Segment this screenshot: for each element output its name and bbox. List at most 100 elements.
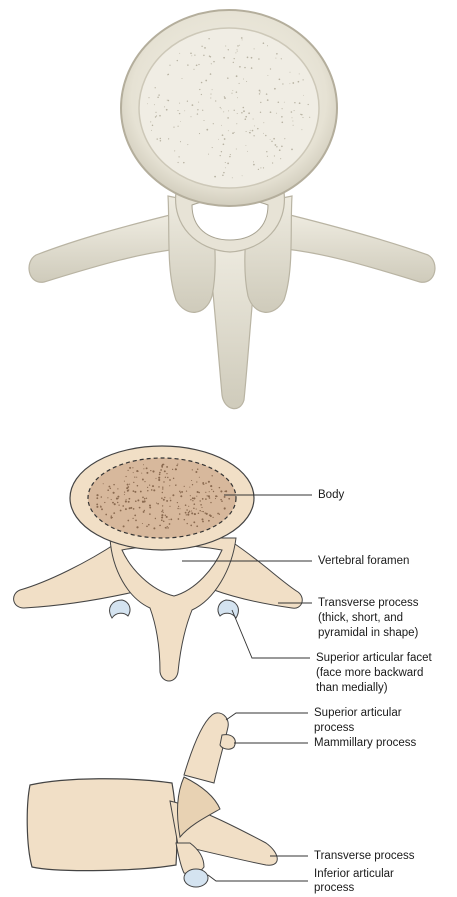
cancellous-speck (201, 511, 202, 512)
photo-speck (245, 145, 246, 146)
cancellous-speck (161, 514, 163, 516)
photo-speck (292, 121, 293, 122)
cancellous-speck (125, 500, 127, 502)
cancellous-speck (194, 513, 196, 515)
photo-speck (281, 121, 283, 123)
cancellous-speck (210, 502, 211, 503)
photo-speck (168, 100, 170, 102)
photo-speck (270, 139, 271, 140)
cancellous-speck (125, 476, 126, 477)
cancellous-speck (181, 491, 183, 493)
photo-speck (237, 45, 239, 47)
label-transverse-process: Transverse process (318, 596, 419, 610)
photo-speck (174, 150, 175, 151)
photo-speck (152, 125, 153, 126)
photo-speck (299, 73, 300, 74)
label-inferior-articular-process: Inferior articular (314, 867, 394, 881)
cancellous-speck (184, 519, 186, 521)
photo-speck (257, 128, 259, 130)
cancellous-speck (132, 518, 133, 519)
photo-speck (253, 119, 254, 120)
photo-speck (159, 115, 161, 117)
photo-speck (178, 162, 179, 163)
photo-speck (187, 144, 188, 145)
photo-speck (197, 113, 198, 114)
photo-speck (249, 132, 251, 134)
cancellous-speck (190, 495, 191, 496)
photo-speck (259, 90, 261, 92)
cancellous-speck (146, 525, 148, 527)
photo-speck (148, 97, 149, 98)
cancellous-speck (105, 514, 107, 516)
cancellous-speck (111, 515, 113, 517)
cancellous-speck (161, 497, 163, 499)
cancellous-speck (117, 496, 119, 498)
cancellous-speck (202, 498, 204, 500)
photo-speck (290, 83, 291, 84)
cancellous-speck (112, 502, 114, 504)
leader-superior-articular-facet (232, 610, 310, 658)
cancellous-speck (173, 478, 174, 479)
photo-speck (242, 37, 243, 38)
cancellous-speck (116, 498, 118, 500)
photo-speck (242, 107, 244, 109)
cancellous-speck (135, 520, 137, 522)
photo-speck (156, 115, 157, 116)
photo-speck (292, 117, 293, 118)
photo-speck (221, 151, 222, 152)
cancellous-speck (113, 512, 115, 514)
cancellous-speck (155, 518, 156, 519)
cancellous-speck (195, 471, 197, 473)
cancellous-speck (205, 482, 206, 483)
cancellous-speck (192, 500, 193, 501)
photo-speck (227, 117, 229, 119)
photo-speck (209, 56, 210, 57)
cancellous-speck (152, 485, 154, 487)
photo-speck (263, 42, 265, 44)
label-mammillary-process: Mammillary process (314, 736, 416, 750)
photo-speck (299, 102, 301, 104)
label-inferior-articular-process-2: process (314, 881, 354, 895)
photo-speck (260, 102, 261, 103)
cancellous-speck (120, 510, 122, 512)
photo-speck (215, 100, 216, 101)
cancellous-speck (172, 494, 174, 496)
cancellous-speck (196, 509, 197, 510)
photo-speck (229, 156, 230, 157)
cancellous-speck (198, 492, 200, 494)
photo-speck (198, 102, 199, 103)
cancellous-speck (127, 520, 129, 522)
cancellous-speck (196, 481, 197, 482)
cancellous-speck (161, 519, 163, 521)
photo-speck (223, 57, 225, 59)
cancellous-speck (96, 506, 98, 508)
cancellous-speck (110, 517, 112, 519)
cancellous-speck (134, 491, 136, 493)
cancellous-speck (169, 519, 170, 520)
cancellous-speck (162, 492, 163, 493)
photo-speck (281, 116, 283, 118)
cancellous-speck (162, 464, 164, 466)
cancellous-speck (129, 467, 131, 469)
cancellous-speck (170, 518, 172, 520)
cancellous-speck (180, 495, 182, 497)
cancellous-speck (165, 477, 166, 478)
cancellous-speck (169, 485, 170, 486)
photo-speck (230, 154, 231, 155)
photo-speck (228, 130, 229, 131)
cancellous-speck (162, 510, 163, 511)
cancellous-speck (161, 511, 163, 513)
vertebra-photo (0, 0, 457, 420)
photo-speck (275, 144, 277, 146)
cancellous-speck (107, 489, 109, 491)
photo-speck (267, 45, 268, 46)
photo-speck (221, 125, 222, 126)
photo-speck (197, 109, 198, 110)
photo-speck (179, 113, 180, 114)
cancellous-speck (193, 521, 195, 523)
photo-speck (224, 138, 226, 140)
photo-speck (155, 112, 156, 113)
photo-left-transverse-process (29, 215, 188, 282)
photo-speck (179, 53, 180, 54)
